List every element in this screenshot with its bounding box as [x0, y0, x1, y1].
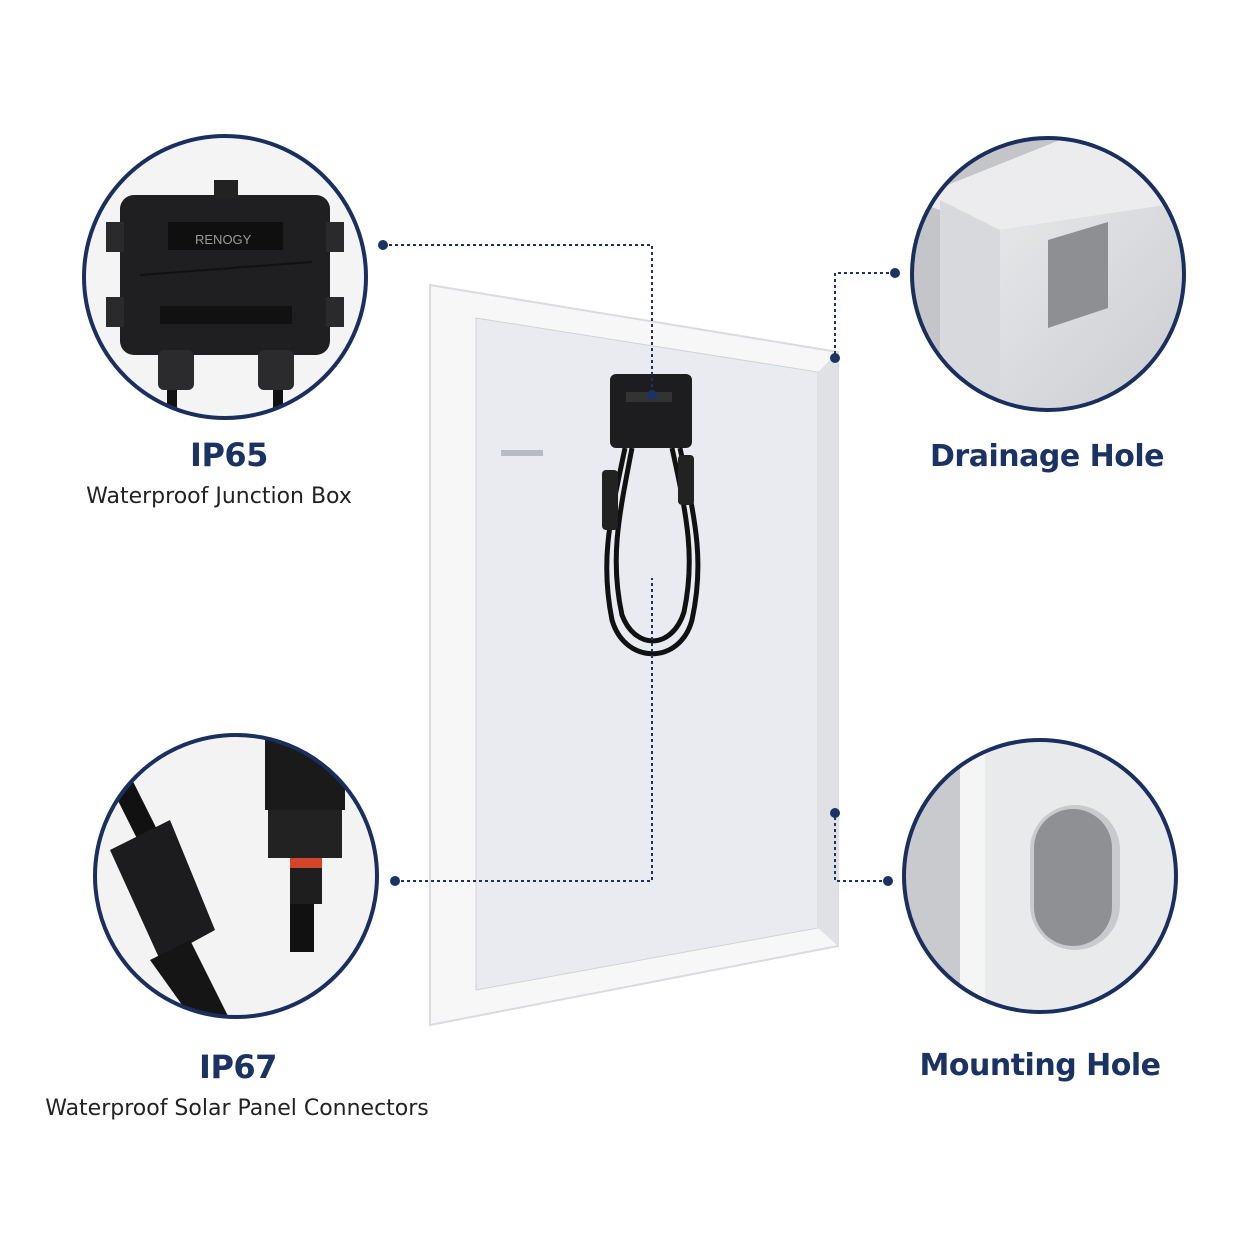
junction-box-closeup: RENOGY	[82, 134, 368, 420]
junction-box-small	[602, 374, 701, 657]
brand-logo-text: RENOGY	[195, 232, 252, 247]
drainage-hole-title: Drainage Hole	[930, 439, 1164, 474]
leader-lines	[383, 244, 895, 882]
leader-dots	[378, 240, 900, 886]
connectors-closeup	[93, 733, 379, 1019]
ip67-title: IP67	[199, 1048, 277, 1086]
panel-label-sticker	[501, 450, 543, 456]
mounting-hole-closeup	[902, 738, 1178, 1014]
junction-box-subtitle: Waterproof Junction Box	[86, 484, 352, 509]
ip65-title: IP65	[190, 436, 268, 474]
connectors-subtitle: Waterproof Solar Panel Connectors	[45, 1096, 429, 1121]
drainage-hole-closeup	[910, 136, 1186, 412]
mounting-hole-title: Mounting Hole	[919, 1048, 1161, 1083]
solar-panel	[429, 283, 839, 1027]
